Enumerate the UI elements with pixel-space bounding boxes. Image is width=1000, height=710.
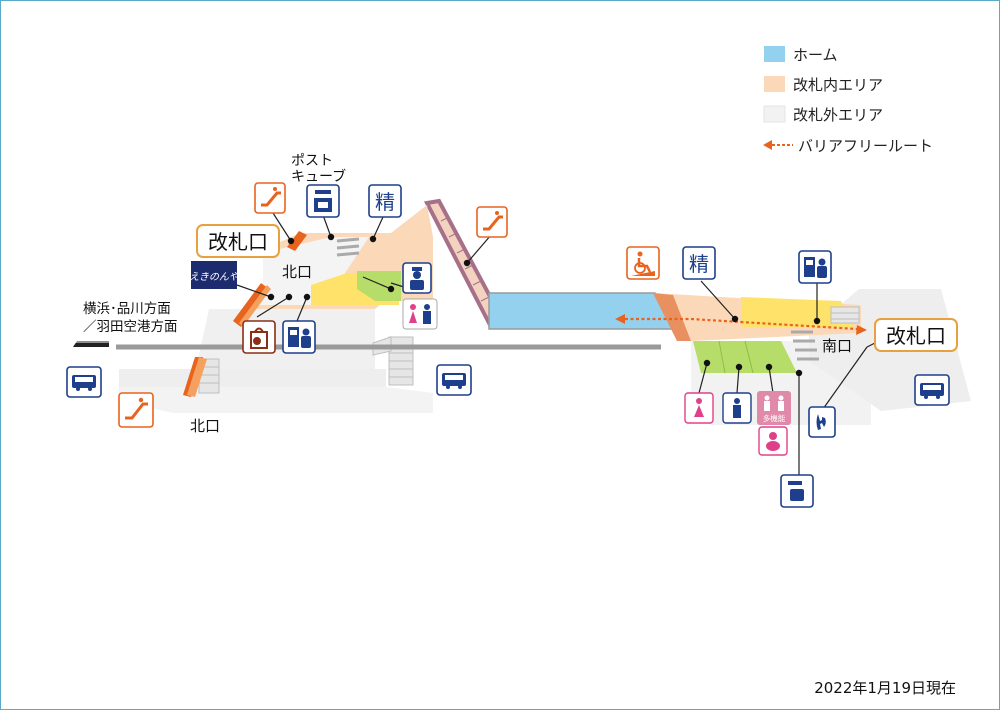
bus-icon bbox=[436, 364, 472, 396]
svg-text:多機能: 多機能 bbox=[763, 413, 786, 423]
ticket-machine-icon bbox=[282, 320, 316, 354]
south-slope bbox=[653, 293, 691, 341]
wheelchair-slope-icon bbox=[626, 246, 660, 280]
legend-swatch-platform bbox=[764, 46, 785, 62]
multipurpose-toilet-icon: 多機能 bbox=[757, 391, 791, 425]
as-of-date: 2022年1月19日現在 bbox=[814, 679, 956, 697]
legend-label-unpaid-area: 改札外エリア bbox=[793, 106, 883, 124]
escalator-icon bbox=[118, 392, 154, 428]
south-gate-label: 改札口 bbox=[886, 324, 946, 348]
south-gate-label-box bbox=[874, 318, 958, 352]
legend-label-paid-area: 改札内エリア bbox=[793, 76, 883, 94]
baby-care-icon bbox=[758, 426, 788, 456]
bus-icon bbox=[914, 374, 950, 406]
station-staff-icon bbox=[402, 262, 432, 294]
north-upper-escalator bbox=[287, 231, 307, 251]
legend-label-route: バリアフリールート bbox=[798, 137, 933, 155]
legend-swatch-paid-area bbox=[764, 76, 785, 92]
svg-text:精: 精 bbox=[689, 252, 709, 276]
legend: ホーム 改札内エリア 改札外エリア バリアフリールート bbox=[763, 46, 933, 155]
mens-toilet-icon bbox=[722, 392, 752, 424]
fare-adjustment-icon: 精 bbox=[682, 246, 716, 280]
north-gate-label: 改札口 bbox=[208, 230, 268, 254]
route-arrow-right bbox=[856, 325, 867, 335]
escalator-icon bbox=[254, 182, 286, 214]
svg-text:えきのんや: えきのんや bbox=[189, 271, 240, 283]
map-labels: 改札口 北口 北口 ポスト キューブ 横浜･品川方面 ／羽田空港方面 改札口 南… bbox=[83, 153, 958, 697]
post-cube-icon bbox=[306, 184, 340, 218]
north-mid-escalator bbox=[233, 283, 271, 327]
shop-logo-icon: えきのんや bbox=[189, 261, 240, 289]
direction-label-line2: ／羽田空港方面 bbox=[83, 319, 178, 335]
svg-text:精: 精 bbox=[375, 190, 395, 214]
fare-adjustment-icon: 精 bbox=[368, 184, 402, 218]
coin-locker-icon bbox=[780, 474, 814, 508]
post-cube-label-line1: ポスト bbox=[291, 153, 333, 169]
legend-swatch-unpaid-area bbox=[763, 105, 786, 123]
post-cube-label-line2: キューブ bbox=[291, 168, 346, 185]
escalator-icon bbox=[476, 206, 508, 238]
legend-route-arrowhead bbox=[763, 140, 772, 150]
north-exit-label: 北口 bbox=[282, 263, 312, 281]
bus-icon bbox=[66, 366, 102, 398]
route-line-segment-2 bbox=[690, 317, 858, 331]
shopping-bag-icon bbox=[242, 320, 276, 354]
north-exit-label-lower: 北口 bbox=[190, 417, 220, 435]
south-gate-zone bbox=[741, 297, 853, 327]
north-ticket-gates bbox=[336, 237, 360, 257]
south-ticket-gates bbox=[791, 330, 819, 361]
north-lower-escalator bbox=[183, 357, 207, 397]
north-lower-concourse-side bbox=[119, 387, 433, 413]
north-gate-label-box bbox=[196, 224, 280, 258]
south-toilet-block bbox=[693, 341, 797, 373]
south-exit-label: 南口 bbox=[822, 337, 852, 355]
platform bbox=[488, 292, 683, 330]
phone-icon bbox=[808, 406, 836, 438]
direction-label-line1: 横浜･品川方面 bbox=[83, 301, 171, 317]
womens-toilet-icon bbox=[684, 392, 714, 424]
leader-dots bbox=[267, 233, 821, 377]
legend-label-platform: ホーム bbox=[793, 46, 838, 64]
ticket-machine-icon bbox=[798, 250, 832, 284]
north-lower-concourse bbox=[119, 369, 386, 387]
south-stairs bbox=[830, 306, 860, 324]
toilet-icon bbox=[402, 298, 438, 330]
route-arrow-left bbox=[615, 314, 625, 324]
